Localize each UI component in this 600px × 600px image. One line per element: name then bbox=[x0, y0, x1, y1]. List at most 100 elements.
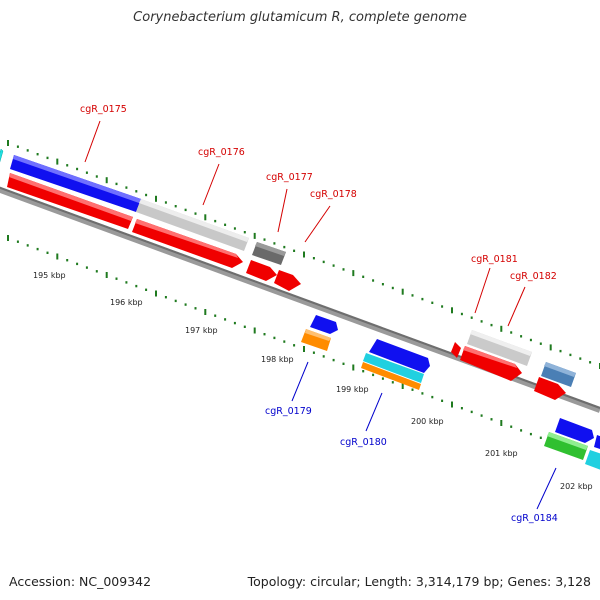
tick-mark bbox=[233, 227, 236, 230]
tick-mark bbox=[233, 321, 236, 325]
tick-mark bbox=[431, 395, 434, 399]
gene-feature-red[interactable] bbox=[534, 377, 566, 400]
gene-feature-cgR-0175[interactable] bbox=[10, 155, 141, 212]
gene-feature-cgR-0180[interactable] bbox=[361, 362, 421, 390]
tick-mark bbox=[214, 314, 217, 317]
gene-feature-red[interactable] bbox=[451, 342, 461, 358]
tick-mark bbox=[204, 214, 207, 221]
gene-label-cgR-0182[interactable]: cgR_0182 bbox=[510, 271, 557, 282]
gene-feature-blue[interactable] bbox=[369, 339, 430, 373]
gene-label-cgR-0178[interactable]: cgR_0178 bbox=[310, 189, 357, 200]
accession-label: Accession: NC_009342 bbox=[9, 574, 152, 589]
outer-gene-callouts bbox=[84, 120, 526, 327]
tick-mark bbox=[224, 318, 227, 321]
tick-mark bbox=[16, 145, 19, 148]
tick-mark bbox=[579, 357, 582, 360]
outer-gene-labels: cgR_0175 cgR_0176 cgR_0177 cgR_0178 cgR_… bbox=[80, 104, 557, 282]
inner-gene-callouts bbox=[291, 361, 557, 510]
gene-feature-red[interactable] bbox=[132, 219, 243, 268]
gene-feature-red[interactable] bbox=[7, 173, 133, 229]
tick-mark bbox=[421, 297, 424, 301]
gene-feature-blue[interactable] bbox=[555, 418, 594, 443]
tick-mark bbox=[155, 290, 157, 297]
tick-mark bbox=[263, 333, 266, 336]
tick-mark bbox=[293, 344, 296, 347]
kbp-label: 197 kbp bbox=[185, 326, 218, 335]
tick-mark bbox=[26, 244, 29, 247]
kbp-label: 199 kbp bbox=[336, 385, 369, 394]
tick-mark bbox=[155, 195, 157, 202]
tick-mark bbox=[322, 260, 325, 264]
tick-mark bbox=[342, 362, 345, 365]
kbp-scale-labels: 195 kbp 196 kbp 197 kbp 198 kbp 199 kbp … bbox=[33, 271, 593, 491]
tick-mark bbox=[352, 270, 355, 277]
gene-feature-steel-blue[interactable] bbox=[541, 362, 576, 387]
tick-mark bbox=[184, 303, 187, 306]
tick-mark bbox=[26, 149, 29, 152]
tick-mark bbox=[105, 177, 108, 184]
tick-mark bbox=[441, 305, 444, 308]
tick-mark bbox=[549, 344, 552, 351]
tick-mark bbox=[441, 399, 444, 402]
kbp-label: 195 kbp bbox=[33, 271, 66, 280]
tick-mark bbox=[253, 327, 256, 334]
gene-feature-cgR-0177[interactable] bbox=[252, 242, 286, 265]
tick-mark bbox=[214, 219, 217, 223]
gene-feature-red[interactable] bbox=[274, 270, 301, 291]
gene-feature-cgR-0176[interactable] bbox=[136, 199, 249, 251]
gene-feature-red[interactable] bbox=[460, 346, 522, 381]
tick-mark bbox=[500, 325, 503, 332]
tick-mark bbox=[145, 193, 148, 197]
gene-label-cgR-0179[interactable]: cgR_0179 bbox=[265, 406, 312, 417]
tick-mark bbox=[283, 340, 286, 343]
inner-gene-labels: cgR_0179 cgR_0180 cgR_0184 bbox=[265, 406, 558, 524]
tick-mark bbox=[569, 353, 572, 357]
tick-mark bbox=[283, 245, 286, 249]
tick-mark bbox=[194, 212, 197, 215]
tick-mark bbox=[76, 262, 79, 266]
gene-feature-cgR-0181[interactable] bbox=[467, 330, 532, 366]
tick-mark bbox=[7, 235, 9, 241]
gene-feature-blue[interactable] bbox=[310, 315, 338, 334]
gene-feature-cgR-0179[interactable] bbox=[301, 329, 331, 351]
tick-mark bbox=[253, 232, 256, 239]
tick-mark bbox=[194, 307, 197, 310]
tick-mark bbox=[480, 320, 483, 323]
tick-mark bbox=[95, 270, 98, 273]
tick-mark bbox=[342, 268, 345, 271]
tick-mark bbox=[293, 249, 296, 252]
tick-mark bbox=[56, 158, 59, 165]
gene-label-cgR-0180[interactable]: cgR_0180 bbox=[340, 437, 387, 448]
tick-mark bbox=[273, 336, 276, 340]
gene-label-cgR-0176[interactable]: cgR_0176 bbox=[198, 147, 245, 158]
gene-label-cgR-0175[interactable]: cgR_0175 bbox=[80, 104, 127, 115]
tick-mark bbox=[451, 401, 453, 408]
gene-label-cgR-0177[interactable]: cgR_0177 bbox=[266, 172, 313, 183]
tick-mark bbox=[125, 281, 128, 284]
tick-mark bbox=[372, 279, 375, 282]
tick-mark bbox=[312, 257, 315, 260]
gene-feature-blue[interactable] bbox=[594, 435, 600, 450]
gene-feature-cgR-0184[interactable] bbox=[544, 432, 588, 460]
tick-mark bbox=[85, 171, 88, 174]
tick-mark bbox=[36, 247, 39, 251]
gene-feature-cyan[interactable] bbox=[585, 450, 600, 470]
gene-feature[interactable] bbox=[0, 148, 4, 165]
gene-label-cgR-0184[interactable]: cgR_0184 bbox=[511, 513, 558, 524]
tick-mark bbox=[36, 153, 39, 156]
tick-mark bbox=[431, 301, 434, 304]
gene-label-cgR-0181[interactable]: cgR_0181 bbox=[471, 254, 518, 265]
tick-mark bbox=[303, 251, 305, 258]
tick-mark bbox=[510, 331, 513, 334]
tick-mark bbox=[470, 316, 473, 319]
gene-feature-red[interactable] bbox=[246, 260, 277, 281]
tick-mark bbox=[421, 392, 424, 395]
tick-marks bbox=[7, 140, 600, 463]
gene-feature-cgR-0180-cyan[interactable] bbox=[363, 353, 424, 383]
tick-mark bbox=[66, 164, 69, 167]
tick-mark bbox=[312, 351, 315, 354]
tick-mark bbox=[411, 294, 414, 297]
tick-mark bbox=[85, 266, 88, 269]
tick-mark bbox=[303, 346, 305, 352]
